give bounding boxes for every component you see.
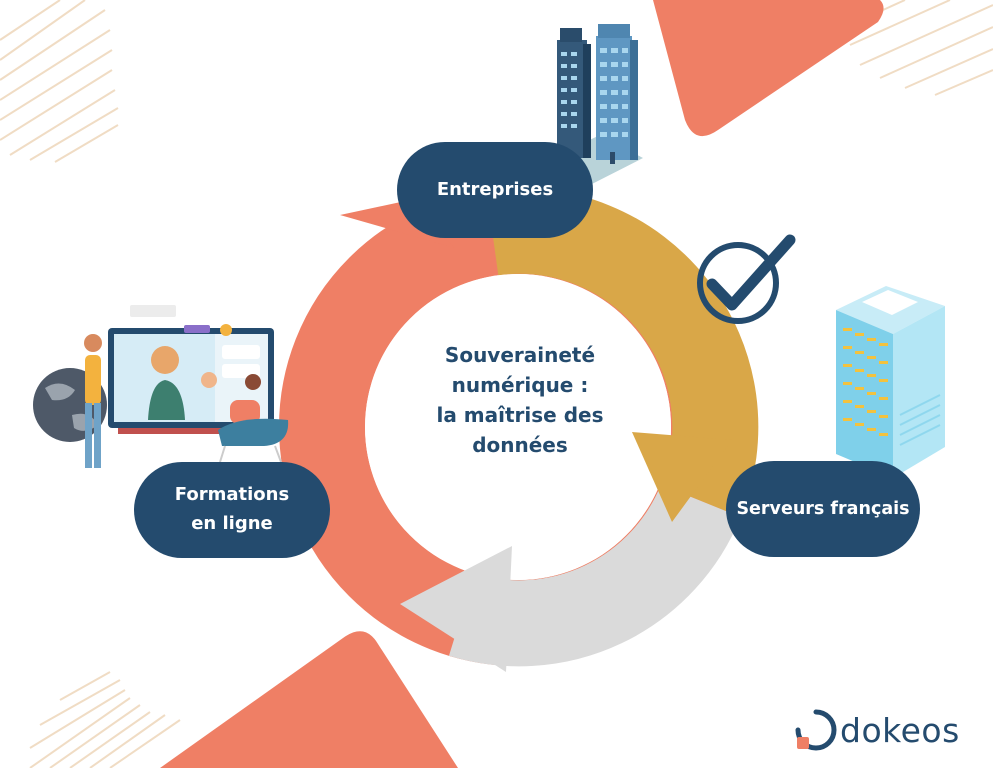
center-title-line: la maîtrise des [436,403,604,427]
node-formations-label-line2: en ligne [191,513,273,534]
decorative-coral-shape-bottom [160,631,458,768]
checkmark-icon [697,234,796,324]
node-serveurs-label: Serveurs français [736,499,910,519]
online-training-icon [33,305,289,468]
cycle-arrowhead-coral [340,200,455,248]
node-formations-label-line1: Formations [174,484,290,506]
node-serveurs-francais: Serveurs français [726,461,920,557]
brand-logo-spacer [796,710,830,750]
node-formations-en-ligne: Formations en ligne [134,462,330,558]
logo-icon [795,709,837,751]
server-icon [836,286,945,478]
node-entreprises-label: Entreprises [436,178,554,200]
node-entreprises: Entreprises [397,142,593,238]
cycle-arrowhead-gold [632,432,732,522]
brand-logo: dokeos [796,706,960,754]
center-title-line: numérique : [451,373,589,397]
cycle-arrowhead-grey [400,546,512,672]
center-title-line: Souveraineté [444,343,596,367]
center-title-line: données [472,433,568,457]
center-title: Souveraineté numérique : la maîtrise des… [420,340,620,460]
brand-name: dokeos [840,710,960,750]
decorative-coral-shape-top [653,0,884,137]
